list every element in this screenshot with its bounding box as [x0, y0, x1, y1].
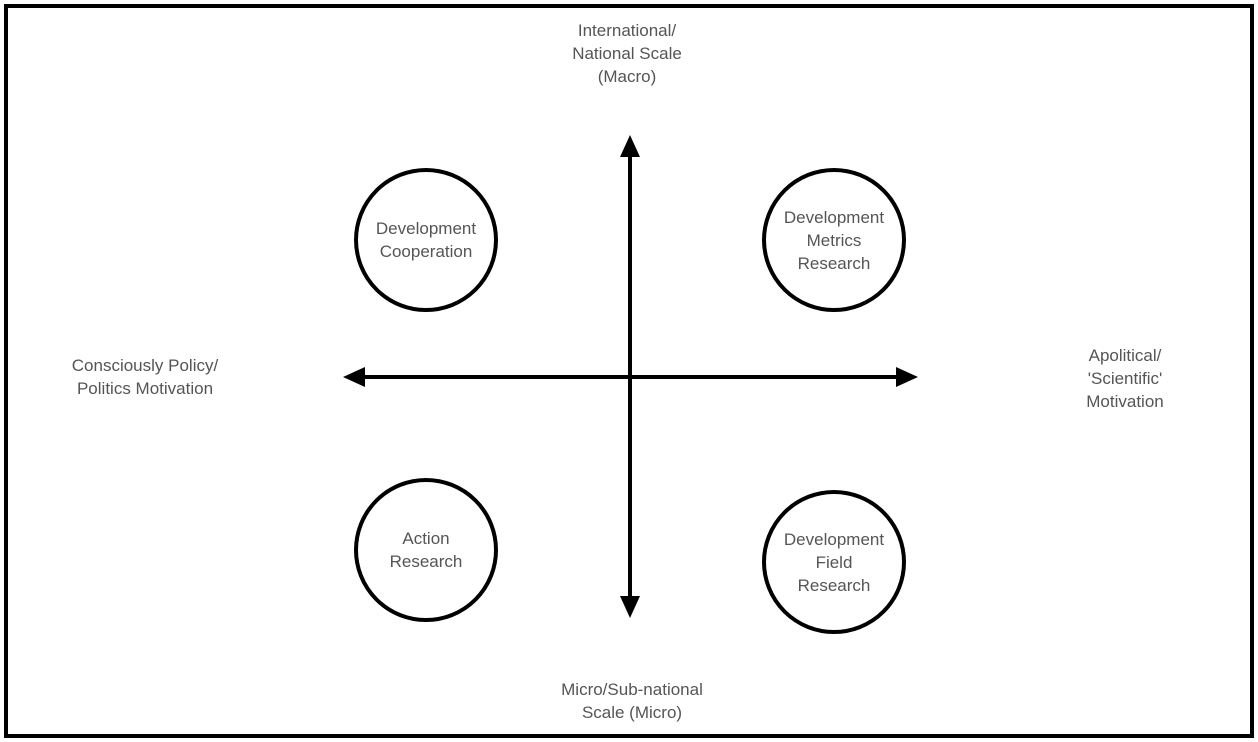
- axis-label-bottom: Micro/Sub-national Scale (Micro): [561, 680, 703, 722]
- quadrant-bottom-left-circle: Action Research: [354, 478, 498, 622]
- axis-label-left: Consciously Policy/ Politics Motivation: [71, 356, 219, 398]
- quadrant-top-left-circle: Development Cooperation: [354, 168, 498, 312]
- quadrant-top-right-circle: Development Metrics Research: [762, 168, 906, 312]
- axis-label-top: International/ National Scale (Macro): [572, 21, 682, 86]
- arrow-up: [620, 135, 640, 157]
- arrow-right: [896, 367, 918, 387]
- arrow-left: [343, 367, 365, 387]
- quadrant-bottom-right-circle: Development Field Research: [762, 490, 906, 634]
- arrow-down: [620, 596, 640, 618]
- axis-label-right: Apolitical/ 'Scientific' Motivation: [1086, 346, 1164, 411]
